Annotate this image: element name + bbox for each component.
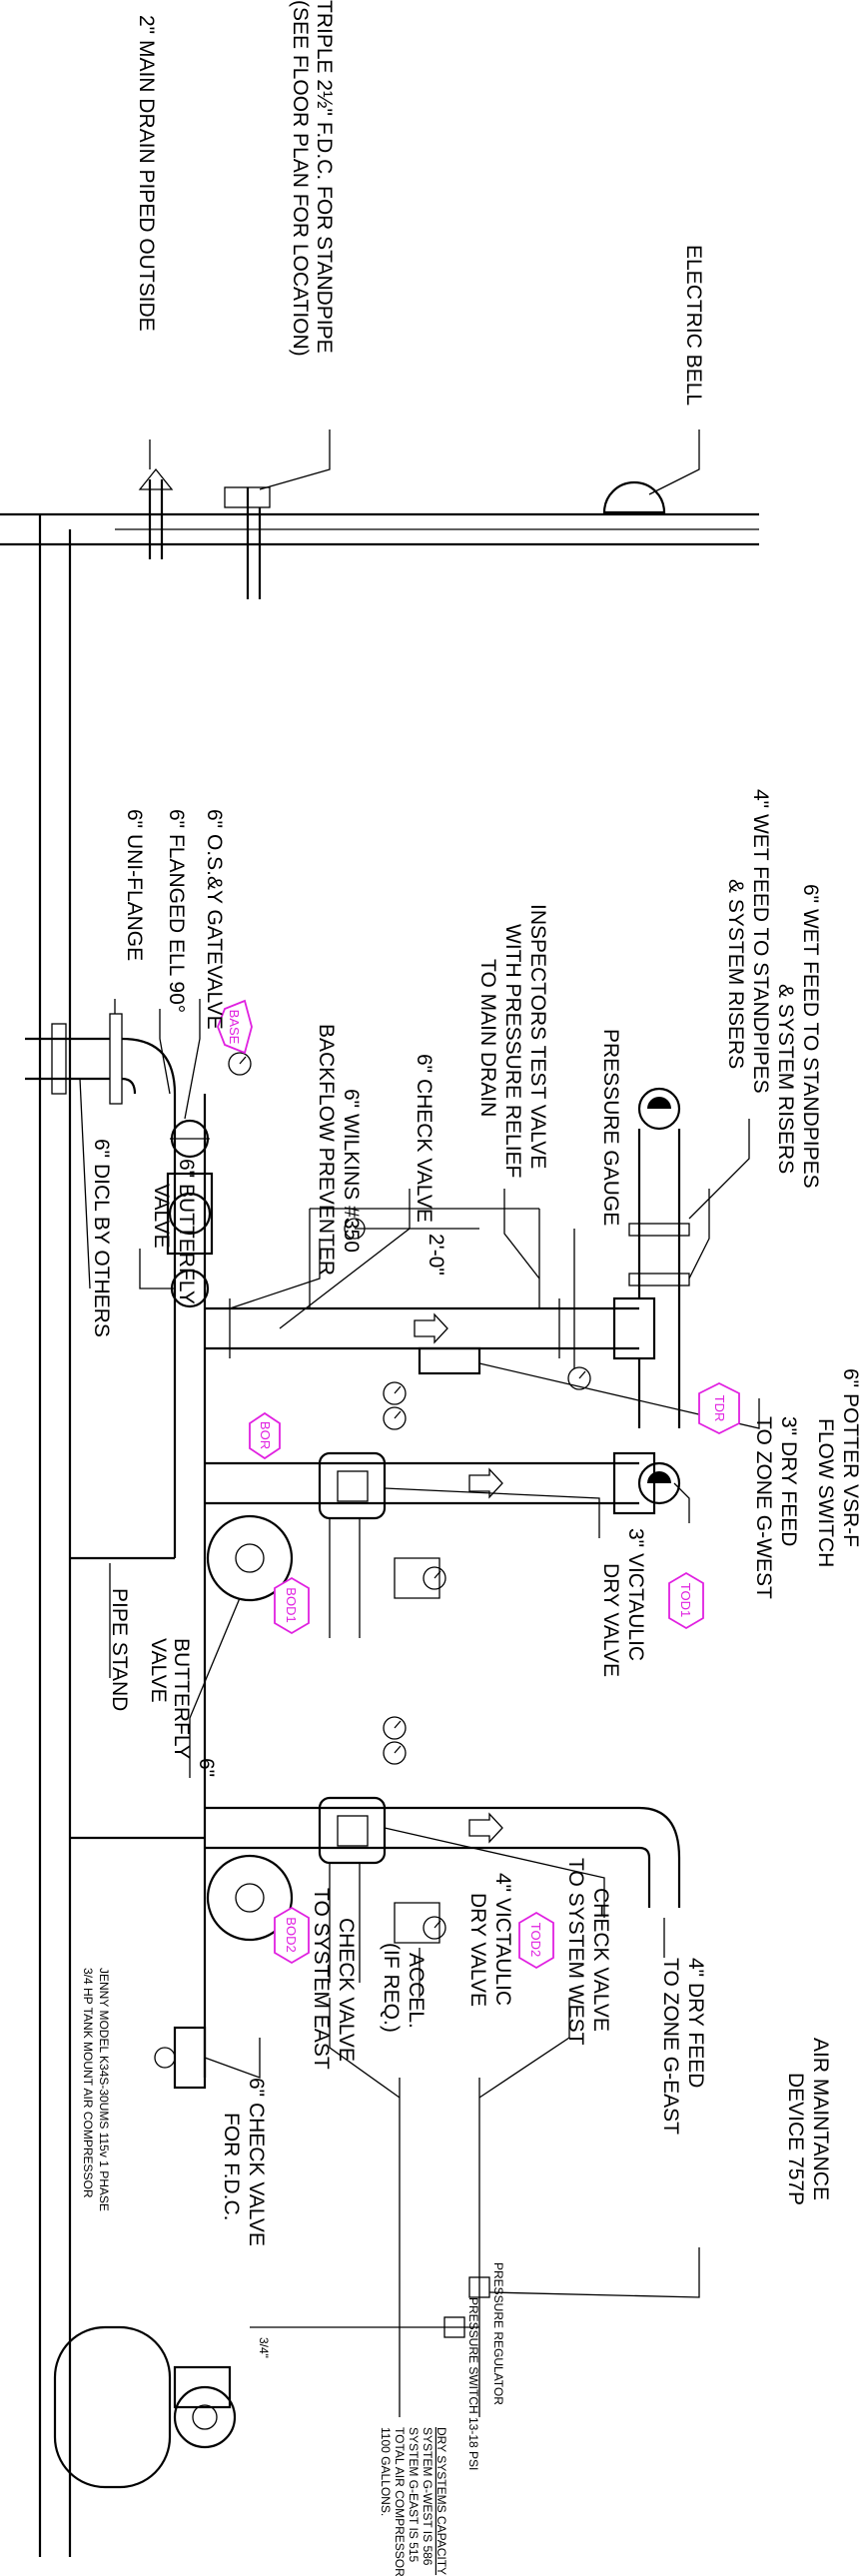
labels: TRIPLE 2½" F.D.C. FOR STANDPIPE (SEE FLO… <box>81 0 862 2576</box>
uni-flange-label: 6" UNI-FLANGE <box>123 809 146 961</box>
inspectors-label-line2: WITH PRESSURE RELIEF <box>501 924 524 1178</box>
air-maint-label-line1: AIR MAINTANCE <box>809 2038 832 2200</box>
fdc-label-line1: TRIPLE 2½" F.D.C. FOR STANDPIPE <box>313 0 336 354</box>
dicl-label: 6" DICL BY OTHERS <box>90 1139 113 1337</box>
capacity-label-line2: SYSTEM G-WEST IS 586 <box>421 2427 434 2566</box>
check-fdc-label-line2: FOR F.D.C. <box>220 2113 243 2221</box>
butterfly-6-label-line2: VALVE <box>150 1184 173 1249</box>
wet-feed-6-label-line2: & SYSTEM RISERS <box>774 984 797 1174</box>
gauge-icon <box>423 1566 446 1590</box>
check-valve-6-label: 6" CHECK VALVE <box>413 1054 435 1223</box>
svg-text:TOD1: TOD1 <box>678 1583 693 1617</box>
svg-text:BASE: BASE <box>227 1010 242 1045</box>
tag-bod1: BOD1 <box>274 1576 310 1635</box>
dry-feed-4-label-line2: TO ZONE G-EAST <box>659 1958 682 2135</box>
tag-base: BASE <box>217 999 253 1055</box>
wet-feed-4-label-line1: 4" WET FEED TO STANDPIPES <box>749 789 772 1094</box>
potter-label-line1: 6" POTTER VSR-F <box>839 1368 862 1547</box>
gauge-icon <box>228 1052 252 1076</box>
piping <box>0 467 759 2557</box>
wilkins-label-line1: 6" WILKINS #350 <box>340 1089 363 1253</box>
flanged-ell-label: 6" FLANGED ELL 90° <box>165 809 188 1013</box>
dimension-label: 2'-0" <box>425 1234 447 1276</box>
pressure-switch-label: PRESSURE SWITCH 13-18 PSI <box>466 2297 480 2470</box>
butterfly-label-line1: BUTTERFLY <box>170 1638 193 1759</box>
osy-gatevalve-label: 6" O.S.&Y GATEVALVE <box>203 809 226 1030</box>
check-west-label-line1: CHECK VALVE <box>589 1888 612 2032</box>
check-fdc-label-line1: 6" CHECK VALVE <box>245 2078 268 2246</box>
leader-lines <box>79 429 760 2298</box>
wilkins-label-line2: BACKFLOW PREVENTER <box>315 1024 338 1276</box>
pressure-regulator-label: PRESSURE REGULATOR <box>491 2262 505 2405</box>
inspectors-label-line3: TO MAIN DRAIN <box>476 959 499 1117</box>
butterfly-6-label-line1: 6" BUTTERFLY <box>175 1159 198 1304</box>
capacity-label-line4: TOTAL AIR COMPRESSOR <box>393 2427 407 2576</box>
wet-feed-6-label-line1: 6" WET FEED TO STANDPIPES <box>799 884 822 1189</box>
capacity-label-line1: DRY SYSTEMS CAPACITY <box>434 2427 448 2575</box>
dry-feed-3-label-line2: TO ZONE G-WEST <box>752 1416 775 1599</box>
fdc-label-line2: (SEE FLOOR PLAN FOR LOCATION) <box>289 0 312 357</box>
butterfly-label-line2: VALVE <box>147 1638 170 1703</box>
capacity-label-line5: 1100 GALLONS. <box>379 2427 393 2516</box>
electric-bell-icon <box>602 480 666 514</box>
check-east-label-line1: CHECK VALVE <box>335 1918 358 2062</box>
gauge-icon <box>383 1406 407 1430</box>
accel-label-line2: (IF REQ.) <box>380 1943 403 2033</box>
gauge-icon <box>567 1366 591 1390</box>
svg-text:BOR: BOR <box>258 1421 273 1449</box>
victaulic-4-label-line2: DRY VALVE <box>466 1893 489 2007</box>
main-drain-label: 2" MAIN DRAIN PIPED OUTSIDE <box>135 15 158 332</box>
svg-text:BOD2: BOD2 <box>284 1917 299 1952</box>
air-maint-label-line2: DEVICE 757P <box>784 2073 807 2205</box>
gauge-icon <box>383 1381 407 1405</box>
three-quarter-label: 3/4" <box>257 2337 271 2358</box>
pipe-stand-label: PIPE STAND <box>108 1588 131 1711</box>
pressure-gauge-label: PRESSURE GAUGE <box>599 1029 622 1226</box>
wet-feed-4-label-line2: & SYSTEM RISERS <box>724 879 747 1069</box>
svg-text:TDR: TDR <box>712 1395 727 1422</box>
check-west-label-line2: TO SYSTEM WEST <box>564 1858 587 2046</box>
pressure-gauges <box>228 1052 591 1940</box>
jenny-label-line2: 3/4 HP TANK MOUNT AIR COMPRESSOR <box>81 1968 95 2198</box>
tag-bod2: BOD2 <box>274 1906 310 1965</box>
check-east-label-line2: TO SYSTEM EAST <box>310 1888 333 2070</box>
gauge-icon <box>423 1916 446 1940</box>
potter-label-line2: FLOW SWITCH <box>814 1418 837 1567</box>
tag-tod2: TOD2 <box>518 1911 554 1970</box>
victaulic-3-label-line2: DRY VALVE <box>599 1563 622 1677</box>
tag-tod1: TOD1 <box>668 1571 704 1630</box>
victaulic-3-label-line1: 3" VICTAULIC <box>624 1528 647 1661</box>
inspectors-label-line1: INSPECTORS TEST VALVE <box>526 904 549 1169</box>
svg-text:BOD1: BOD1 <box>284 1587 299 1622</box>
dry-feed-4-label-line1: 4" DRY FEED <box>684 1958 707 2088</box>
tag-tdr: TDR <box>698 1381 740 1435</box>
accel-label-line1: ACCEL. <box>405 1953 428 2029</box>
svg-text:TOD2: TOD2 <box>528 1923 543 1957</box>
dry-feed-3-label-line1: 3" DRY FEED <box>777 1416 800 1546</box>
capacity-label-line3: SYSTEM G-EAST IS 515 <box>407 2427 421 2562</box>
tag-bor: BOR <box>249 1411 281 1460</box>
six-inch-label: 6" <box>195 1758 218 1777</box>
gauge-icon <box>383 1741 407 1765</box>
gauge-icon <box>383 1716 407 1740</box>
jenny-label-line1: JENNY MODEL K34S-30UMS 115v 1 PHASE <box>97 1968 111 2211</box>
electric-bell-label: ELECTRIC BELL <box>682 245 705 406</box>
victaulic-4-label-line1: 4" VICTAULIC <box>491 1873 514 2006</box>
